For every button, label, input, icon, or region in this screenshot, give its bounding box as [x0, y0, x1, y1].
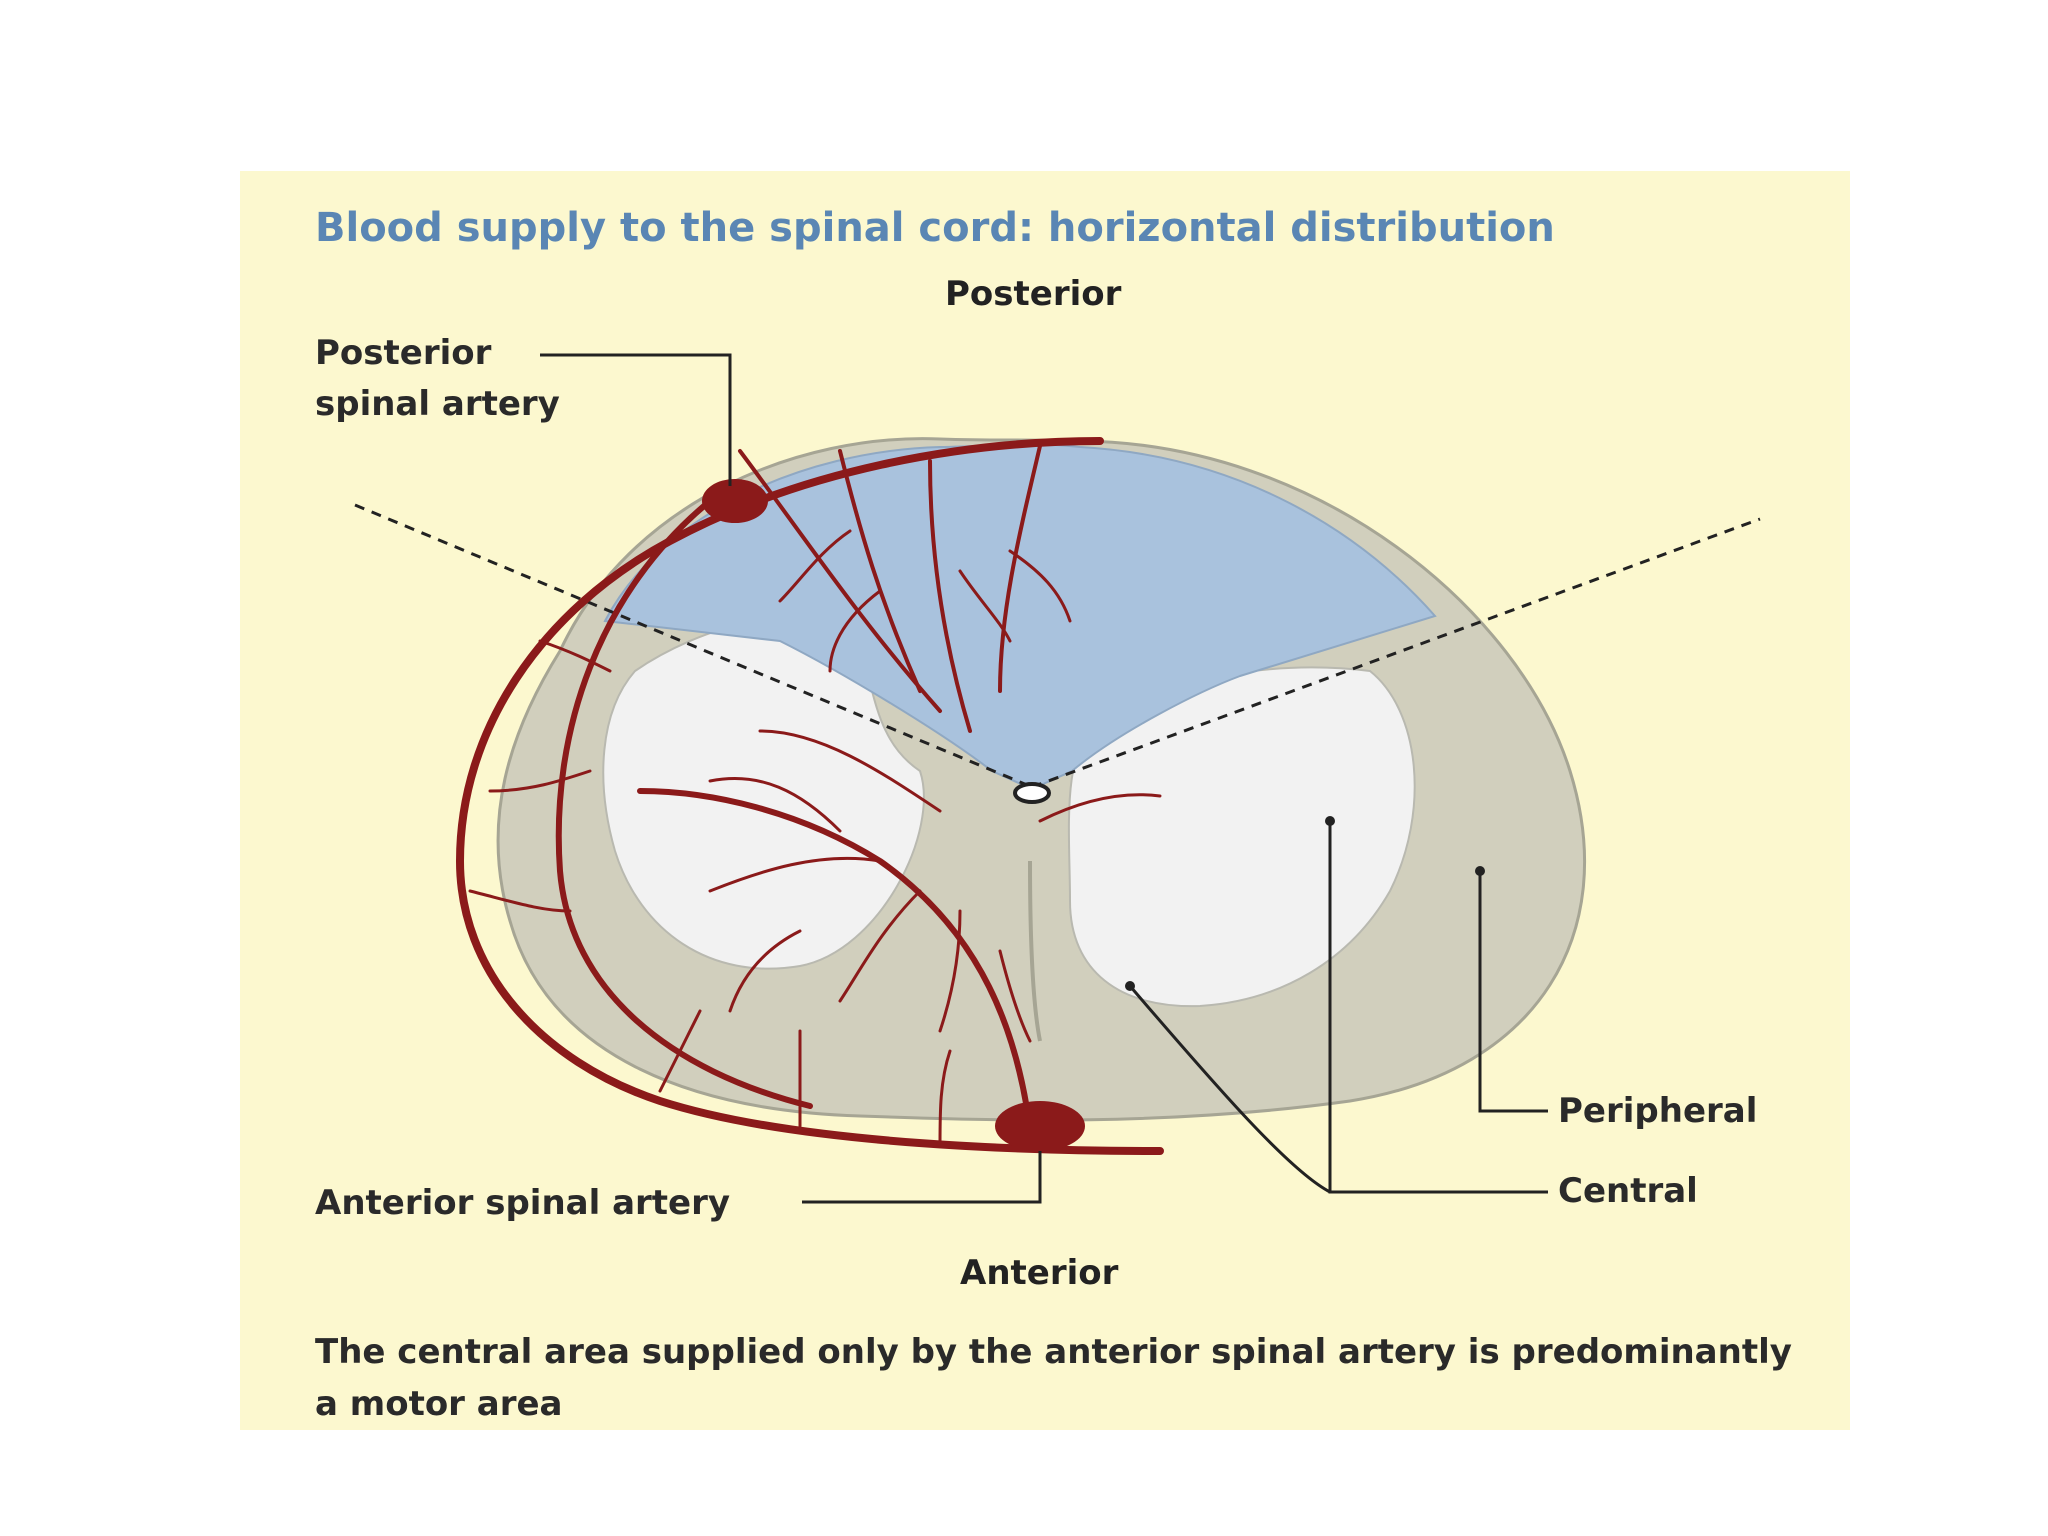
central-branch-4 — [838, 889, 922, 1003]
central-right-twig — [1038, 793, 1162, 823]
posterior-spinal-artery-vessel — [702, 479, 768, 523]
central-branch-2 — [708, 856, 882, 893]
anterior-spinal-artery-vessel — [995, 1101, 1085, 1151]
posterior-branch-3 — [928, 459, 972, 733]
leader-central-left — [1128, 985, 1331, 1194]
posterior-branch-4 — [998, 444, 1042, 693]
central-canal — [1013, 782, 1051, 804]
posterior-twig-4 — [1008, 549, 1072, 623]
posterior-branch-2 — [838, 449, 922, 693]
posterior-twig-1 — [778, 529, 852, 603]
posterior-branch-1 — [738, 449, 942, 713]
caption: The central area supplied only by the an… — [315, 1332, 1792, 1424]
posterior-direction-label: Posterior — [945, 274, 1122, 314]
leader-peripheral — [1478, 871, 1548, 1113]
posterior-twig-2 — [828, 589, 882, 673]
posterior-spinal-artery-label-line1: Posterior — [315, 333, 492, 373]
peripheral-branch-1 — [488, 769, 592, 793]
leader-anterior-spinal-artery — [802, 1151, 1042, 1204]
central-branch-5 — [938, 909, 962, 1033]
dashed-boundary-left — [354, 503, 1033, 789]
posterior-twig-3 — [958, 569, 1012, 643]
anterior-median-fissure — [1028, 860, 1042, 1042]
leader-posterior-spinal-artery — [540, 353, 732, 486]
peripheral-branch-4 — [658, 1009, 702, 1093]
vasocorona-outer — [455, 437, 1164, 1155]
dashed-boundary-right — [1031, 517, 1761, 789]
vasocorona-inner — [555, 498, 813, 1109]
leader-lines — [540, 353, 1548, 1204]
diagram-panel: Blood supply to the spinal cord: horizon… — [240, 171, 1850, 1430]
central-label: Central — [1558, 1171, 1698, 1211]
peripheral-branch-6 — [938, 1049, 952, 1148]
marker-central — [1325, 816, 1335, 826]
central-region-right — [1067, 666, 1416, 1008]
central-branch-1 — [758, 729, 942, 813]
central-branch-3 — [708, 776, 842, 833]
peripheral-branch-3 — [538, 639, 612, 673]
central-branch-7 — [728, 929, 802, 1013]
peripheral-branch-2 — [468, 889, 572, 913]
marker-central-left — [1125, 981, 1135, 991]
posterior-spinal-artery-label-line2: spinal artery — [315, 384, 560, 424]
anterior-direction-label: Anterior — [960, 1253, 1119, 1293]
central-branch-6 — [998, 949, 1032, 1043]
posterior-region — [603, 443, 1437, 791]
diagram-title: Blood supply to the spinal cord: horizon… — [315, 205, 1555, 251]
marker-peripheral — [1475, 866, 1485, 876]
peripheral-label: Peripheral — [1558, 1091, 1758, 1131]
anterior-spinal-artery-label: Anterior spinal artery — [315, 1183, 731, 1223]
spinal-cord-cross-section — [354, 353, 1761, 1204]
arteries — [455, 437, 1164, 1155]
